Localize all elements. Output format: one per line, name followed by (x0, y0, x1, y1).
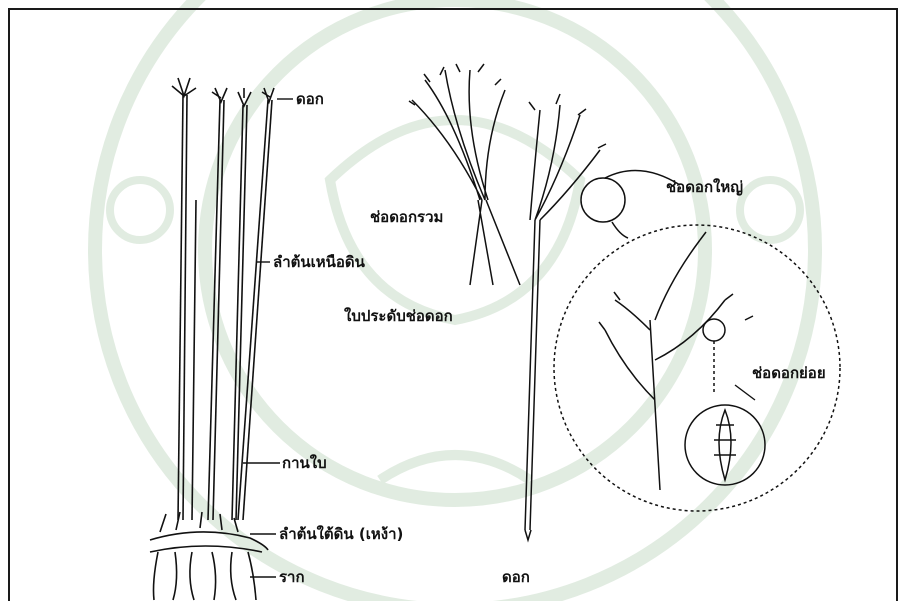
label-root: ราก (279, 568, 305, 586)
label-flower-bottom: ดอก (502, 568, 530, 586)
label-main-inflorescence: ช่อดอกใหญ่ (666, 178, 743, 196)
label-aerial-stem: ลำต้นเหนือดิน (273, 253, 366, 271)
label-petiole: กานใบ (282, 454, 327, 472)
right-leader-lines (735, 385, 755, 400)
watermark-seal (95, 0, 815, 601)
label-spikelet: ช่อดอกย่อย (752, 364, 826, 382)
label-flower: ดอก (296, 90, 324, 108)
label-inflorescence-cluster: ช่อดอกรวม (370, 208, 443, 226)
label-bract: ใบประดับช่อดอก (344, 307, 453, 325)
label-rhizome: ลำต้นใต้ดิน (เหง้า) (279, 525, 403, 543)
inflorescence-drawing (409, 64, 680, 540)
figure-frame (9, 9, 897, 601)
